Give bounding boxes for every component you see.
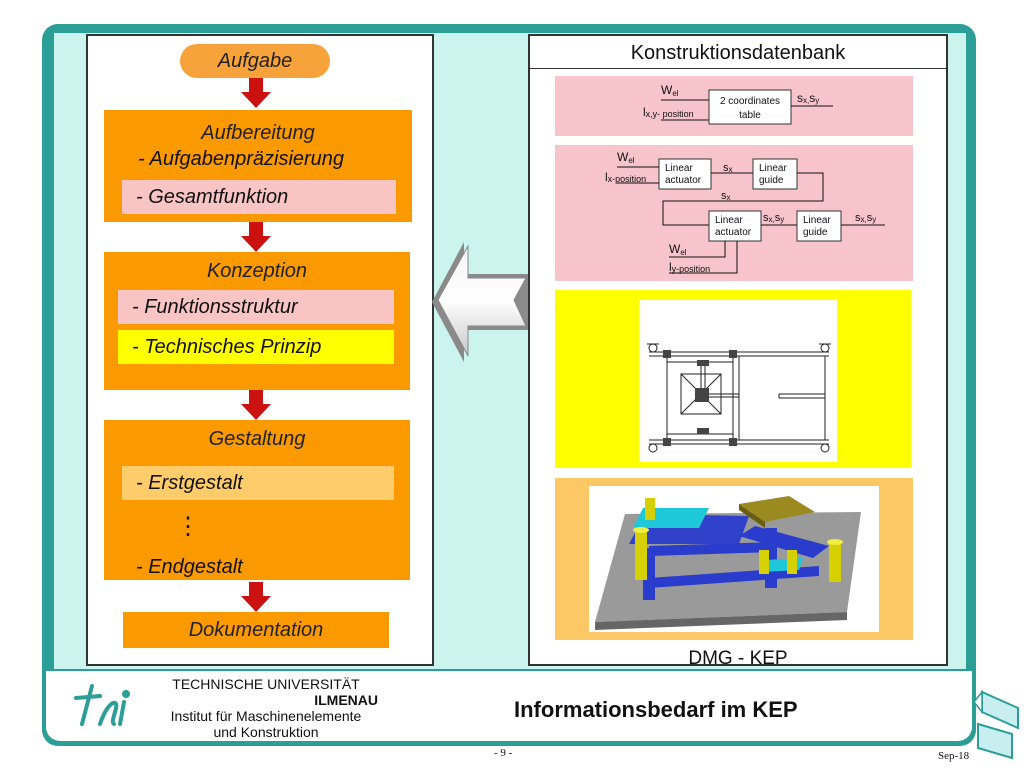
slide-date: Sep-18	[938, 750, 970, 762]
stage-title: Aufbereitung	[201, 122, 315, 144]
linear-actuator-box-2	[708, 210, 762, 242]
svg-text:sx: sx	[721, 190, 731, 202]
svg-text:Linear: Linear	[803, 215, 831, 226]
output-label: sx,sy	[797, 91, 819, 105]
linear-actuator-box-1	[658, 158, 712, 190]
actuator-guide-block: Wel lx-position Linear actuator sx Linea…	[555, 145, 913, 281]
linear-guide-box-2	[796, 210, 842, 242]
svg-text:actuator: actuator	[665, 175, 702, 186]
stage-gestaltung: Gestaltung - Erstgestalt ⋮ - Endgestalt	[104, 420, 410, 580]
down-arrow-icon	[241, 582, 271, 612]
mechanism-schematic	[639, 300, 837, 462]
linear-guide-box-1	[752, 158, 798, 190]
footer-band	[46, 671, 972, 741]
model-render-block	[555, 478, 913, 640]
university-city: ILMENAU	[314, 692, 378, 708]
stage-title: Gestaltung	[208, 428, 306, 450]
slide-title: Informationsbedarf im KEP	[514, 697, 798, 722]
page-number: - 9 -	[494, 747, 513, 759]
stage-item: - Funktionsstruktur	[118, 290, 394, 324]
svg-text:table: table	[739, 110, 761, 121]
stage-item: - Erstgestalt	[122, 466, 394, 500]
stage-aufbereitung: Aufbereitung - Aufgabenpräzisierung - Ge…	[104, 110, 412, 222]
svg-text:actuator: actuator	[715, 227, 752, 238]
input-l-label: lx,y- position	[643, 105, 694, 119]
svg-text:Wel: Wel	[669, 242, 687, 257]
svg-text:sx: sx	[723, 162, 733, 174]
ellipsis: ⋮	[176, 513, 200, 540]
aufgabe-start: Aufgabe	[180, 44, 330, 78]
institute-name: Institut für Maschinenelemente	[170, 708, 362, 724]
left-arrow-icon	[432, 242, 530, 362]
down-arrow-icon	[241, 78, 271, 108]
coordinates-table-box	[708, 89, 792, 125]
svg-text:guide: guide	[759, 175, 784, 186]
down-arrow-icon	[241, 222, 271, 252]
university-name: TECHNISCHE UNIVERSITÄT	[172, 676, 360, 692]
institute-name-2: und Konstruktion	[213, 724, 319, 740]
corner-arrows-icon	[973, 689, 1019, 760]
svg-text:sx,sy: sx,sy	[855, 212, 876, 224]
svg-text:Linear: Linear	[759, 163, 787, 174]
svg-text:Wel: Wel	[617, 150, 635, 165]
dmg-caption: DMG - KEP	[688, 648, 788, 669]
stage-title: Konzeption	[206, 260, 308, 282]
svg-text:ly-position: ly-position	[669, 260, 710, 274]
svg-text:Linear: Linear	[665, 163, 693, 174]
tu-ilmenau-logo-icon	[74, 684, 131, 726]
stage-konzeption: Konzeption - Funktionsstruktur - Technis…	[104, 252, 410, 390]
stage-item: - Endgestalt	[136, 556, 243, 578]
svg-text:sx,sy: sx,sy	[763, 212, 784, 224]
stage-item: - Technisches Prinzip	[118, 330, 394, 364]
svg-text:2 coordinates: 2 coordinates	[720, 96, 780, 107]
title-divider	[530, 68, 946, 69]
input-w-label: Wel	[661, 83, 679, 98]
database-title: Konstruktionsdatenbank	[630, 42, 846, 64]
dokumentation-end: Dokumentation	[123, 612, 389, 648]
stage-item: - Gesamtfunktion	[122, 180, 396, 214]
coordinates-block: Wel lx,y- position 2 coordinates table s…	[555, 76, 913, 136]
svg-text:guide: guide	[803, 227, 828, 238]
down-arrow-icon	[241, 390, 271, 420]
mechanism-3d-render	[589, 486, 879, 632]
schematic-block	[555, 290, 911, 468]
stage-item: - Aufgabenpräzisierung	[138, 148, 345, 170]
svg-text:lx-position: lx-position	[605, 170, 646, 184]
svg-text:Linear: Linear	[715, 215, 743, 226]
